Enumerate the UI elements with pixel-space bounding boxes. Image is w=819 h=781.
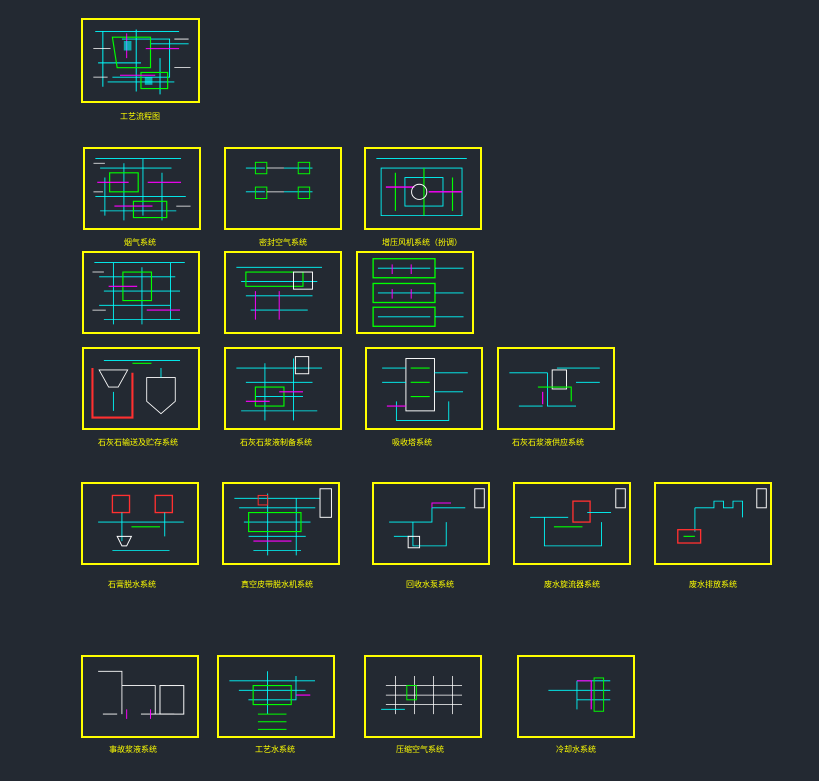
drawing-sheet-d18[interactable] <box>217 655 335 738</box>
schematic <box>381 676 463 715</box>
schematic <box>92 262 185 325</box>
schematic <box>530 488 626 547</box>
drawing-sheet-d04[interactable] <box>364 147 482 230</box>
drawing-sheet-d19[interactable] <box>364 655 482 738</box>
drawing-label-d02: 烟气系统 <box>124 238 156 247</box>
schematic <box>93 29 191 95</box>
schematic <box>677 488 767 544</box>
drawing-label-d12: 石膏脱水系统 <box>108 580 156 589</box>
schematic <box>234 488 332 556</box>
drawing-sheet-d15[interactable] <box>513 482 631 565</box>
drawing-sheet-d14[interactable] <box>372 482 490 565</box>
schematic <box>236 266 323 320</box>
drawing-label-d20: 冷却水系统 <box>556 745 596 754</box>
drawing-label-d04: 增压风机系统（扮调） <box>382 238 462 247</box>
drawing-sheet-d01[interactable] <box>81 18 200 103</box>
schematic <box>382 358 468 421</box>
drawing-sheet-d13[interactable] <box>222 482 340 565</box>
drawing-label-d09: 石灰石浆液制备系统 <box>240 438 312 447</box>
drawing-label-d08: 石灰石输送及贮存系统 <box>98 438 178 447</box>
drawing-label-d19: 压缩空气系统 <box>396 745 444 754</box>
schematic <box>245 161 313 199</box>
schematic <box>509 367 600 407</box>
drawing-sheet-d20[interactable] <box>517 655 635 738</box>
drawing-sheet-d16[interactable] <box>654 482 772 565</box>
drawing-sheet-d11[interactable] <box>497 347 615 430</box>
schematic <box>548 677 611 712</box>
drawing-sheet-d03[interactable] <box>224 147 342 230</box>
drawing-sheet-d02[interactable] <box>83 147 201 230</box>
drawing-label-d13: 真空皮带脱水机系统 <box>241 580 313 589</box>
drawing-label-d17: 事故浆液系统 <box>109 745 157 754</box>
drawing-sheet-d07[interactable] <box>356 251 474 334</box>
drawing-label-d11: 石灰石浆液供应系统 <box>512 438 584 447</box>
drawing-label-d01: 工艺流程图 <box>120 112 160 121</box>
drawing-sheet-d09[interactable] <box>224 347 342 430</box>
schematic <box>98 670 185 719</box>
drawing-label-d18: 工艺水系统 <box>255 745 295 754</box>
schematic <box>93 158 191 221</box>
drawing-label-d14: 回收水泵系统 <box>406 580 454 589</box>
drawing-label-d03: 密封空气系统 <box>259 238 307 247</box>
drawing-sheet-d06[interactable] <box>224 251 342 334</box>
schematic <box>372 258 464 327</box>
drawing-label-d10: 吸收塔系统 <box>392 438 432 447</box>
schematic <box>91 359 181 419</box>
schematic <box>389 488 485 549</box>
drawing-sheet-d05[interactable] <box>82 251 200 334</box>
drawing-sheet-d08[interactable] <box>82 347 200 430</box>
drawing-label-d16: 废水排放系统 <box>689 580 737 589</box>
drawing-sheet-d10[interactable] <box>365 347 483 430</box>
schematic <box>236 356 323 421</box>
drawing-label-d15: 废水旋流器系统 <box>544 580 600 589</box>
drawing-sheet-d12[interactable] <box>81 482 199 565</box>
schematic <box>229 671 316 730</box>
schematic <box>98 494 184 552</box>
drawing-sheet-d17[interactable] <box>81 655 199 738</box>
schematic <box>376 158 467 217</box>
